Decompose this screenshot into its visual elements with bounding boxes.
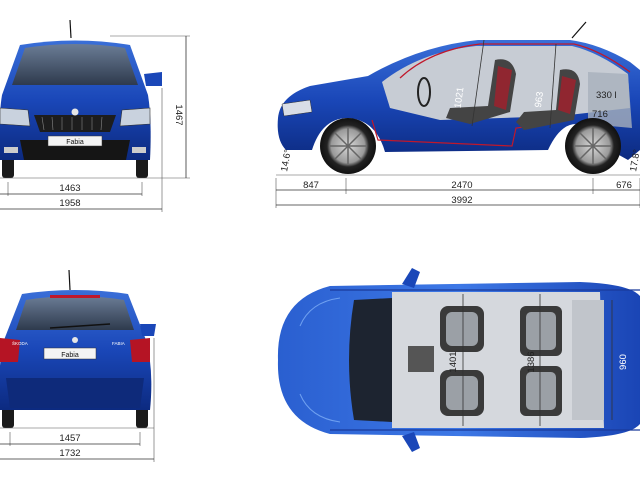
rear-window: [16, 296, 134, 330]
side-rear-headroom-label: 963: [533, 91, 546, 108]
side-departure-angle-label: 17.8°: [628, 148, 640, 172]
front-logo-icon: [71, 108, 79, 116]
rear-plate-text: Fabia: [61, 352, 79, 359]
rear-brand-badge: ŠKODA: [12, 340, 28, 346]
top-boot-width-label: 960: [618, 354, 629, 370]
top-left-mirror: [402, 268, 420, 288]
front-right-mirror: [144, 72, 162, 86]
front-grille: [34, 115, 116, 132]
side-view: 1021 963 330 l 716 14.6° 17.8° 847 2470 …: [275, 21, 640, 208]
top-windshield: [349, 298, 392, 422]
side-front-overhang-label: 847: [303, 180, 319, 191]
rear-width-label: 1732: [59, 448, 80, 459]
rear-track-label: 1457: [59, 433, 80, 444]
front-windshield: [12, 44, 138, 85]
front-plate-text: Fabia: [66, 139, 84, 146]
top-front-elbow-label: 1401: [448, 351, 459, 372]
front-left-foglamp: [4, 147, 18, 153]
rear-right-taillight: [130, 338, 150, 362]
front-track-label: 1463: [59, 183, 80, 194]
rear-model-badge: FABIA: [112, 341, 125, 346]
rear-left-taillight: [0, 338, 20, 362]
front-left-headlight: [0, 107, 31, 127]
side-rear-overhang-label: 676: [616, 180, 632, 191]
side-approach-angle-label: 14.6°: [279, 148, 294, 172]
rear-right-mirror: [140, 324, 156, 336]
front-width-label: 1958: [59, 198, 80, 209]
top-rear-elbow-label: 1386: [526, 351, 537, 372]
front-right-foglamp: [132, 147, 146, 153]
side-boot-length-label: 716: [592, 109, 608, 120]
top-boot: [572, 300, 604, 420]
side-front-headroom-label: 1021: [453, 86, 467, 108]
rear-logo-icon: [72, 337, 78, 343]
side-steering-wheel: [417, 77, 431, 107]
front-view: Fabia 1467 1463 1958: [0, 19, 190, 212]
front-height-label: 1467: [173, 104, 184, 125]
rear-view: ŠKODA FABIA Fabia 1457 1732: [0, 269, 156, 462]
front-lower-intake: [20, 140, 130, 160]
side-length-label: 3992: [451, 195, 472, 206]
front-right-headlight: [119, 107, 151, 127]
side-boot: [588, 72, 632, 128]
top-right-mirror: [402, 432, 420, 452]
top-view: 1401 1386 960: [277, 268, 640, 452]
rear-plate: [43, 347, 97, 360]
front-plate: [47, 135, 103, 147]
side-wheelbase-label: 2470: [451, 180, 472, 191]
side-boot-volume-label: 330 l: [596, 90, 617, 101]
